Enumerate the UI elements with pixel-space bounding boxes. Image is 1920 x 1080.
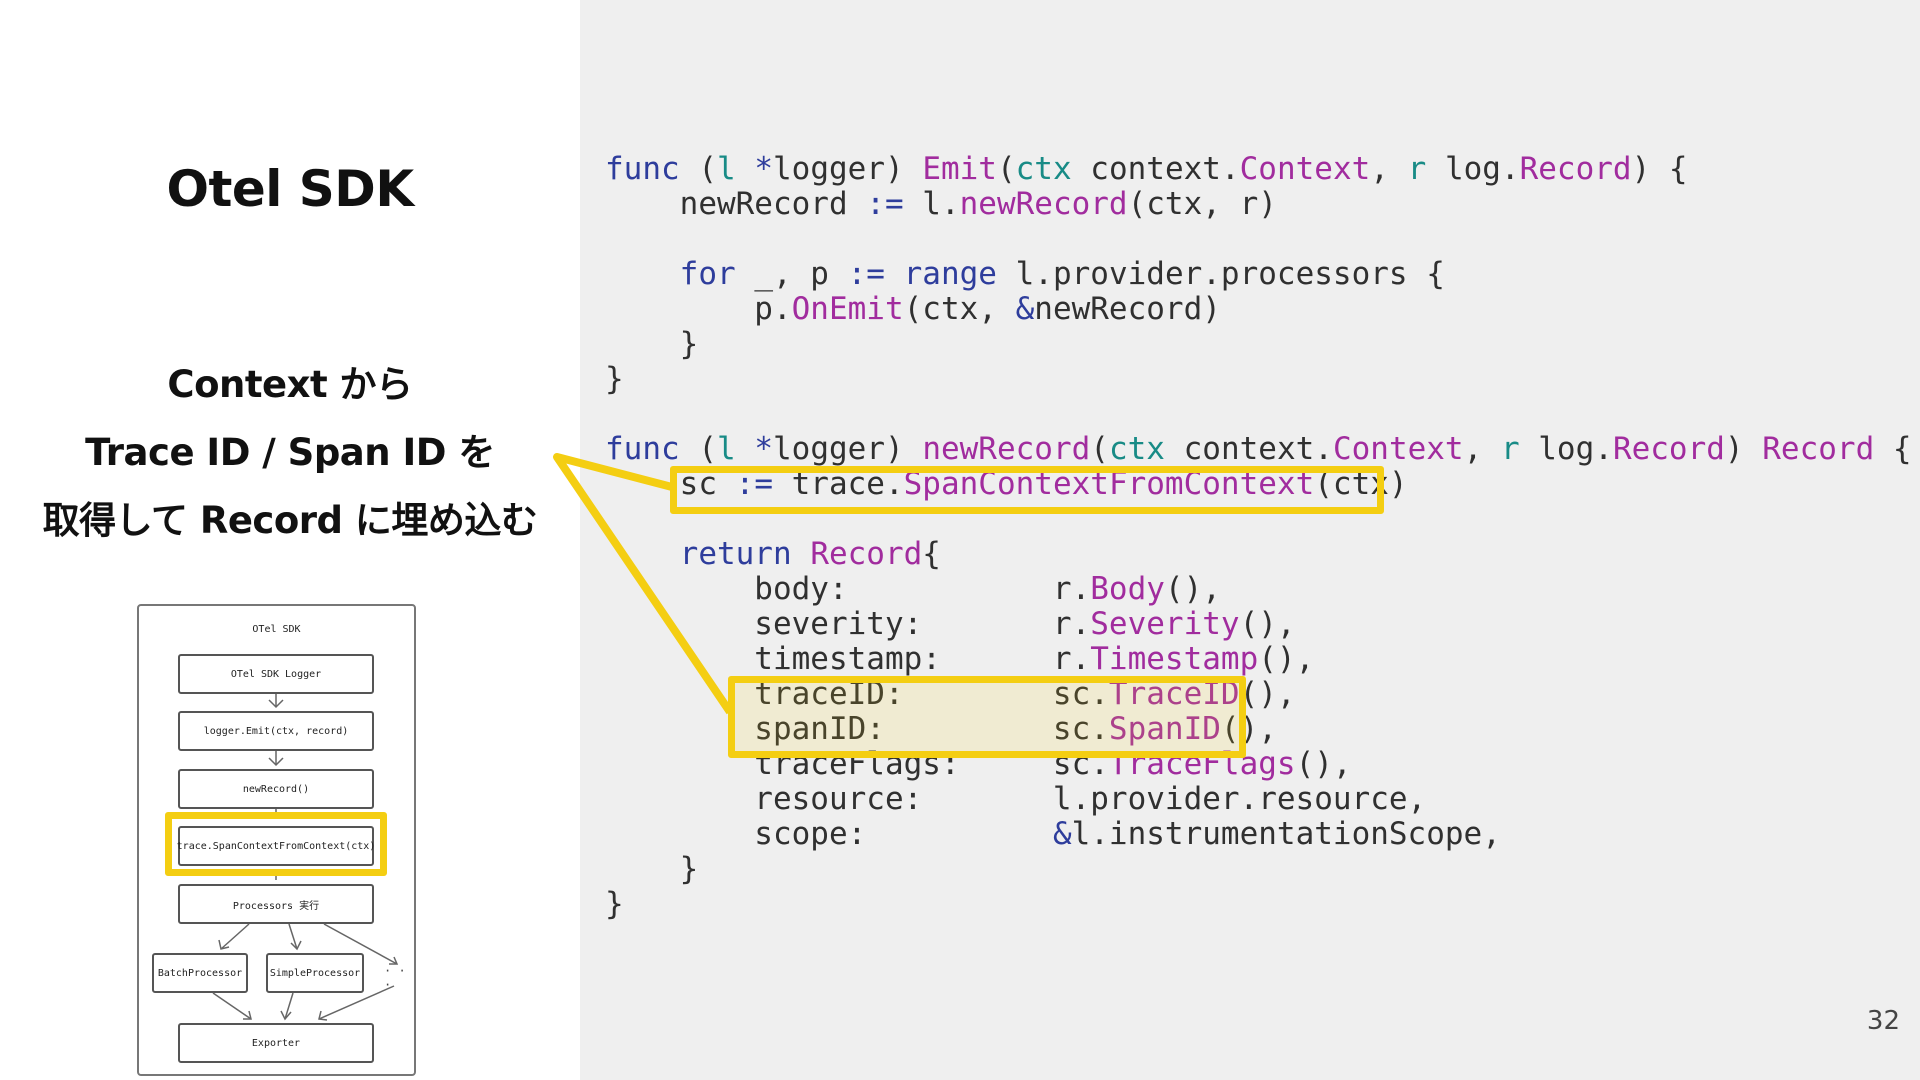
page-number: 32	[1866, 1006, 1900, 1036]
code-line: newRecord := l.newRecord(ctx, r)	[605, 186, 1277, 222]
code-line: func (l *logger) Emit(ctx context.Contex…	[605, 151, 1688, 187]
description-line-2: Trace ID / Span ID を	[85, 431, 495, 474]
code-line: spanID: sc.SpanID(),	[605, 711, 1277, 747]
diagram-box-emit: logger.Emit(ctx, record)	[178, 711, 374, 751]
code-line: severity: r.Severity(),	[605, 606, 1296, 642]
code-line: p.OnEmit(ctx, &newRecord)	[605, 291, 1221, 327]
code-line: resource: l.provider.resource,	[605, 781, 1427, 817]
diagram-box-simple-processor: SimpleProcessor	[266, 953, 364, 993]
diagram-box-batch-processor: BatchProcessor	[152, 953, 248, 993]
code-line: }	[605, 361, 624, 397]
code-line: }	[605, 851, 699, 887]
trace-span-id-highlight	[728, 676, 1246, 758]
code-line: }	[605, 886, 624, 922]
diagram-box-processors: Processors 実行	[178, 884, 374, 924]
description-line-3: 取得して Record に埋め込む	[42, 499, 538, 542]
code-panel	[580, 0, 1920, 1080]
code-line: timestamp: r.Timestamp(),	[605, 641, 1315, 677]
code-line: scope: &l.instrumentationScope,	[605, 816, 1501, 852]
diagram-title: OTel SDK	[252, 624, 301, 635]
diagram-box-exporter: Exporter	[178, 1023, 374, 1063]
diagram-box-newrecord: newRecord()	[178, 769, 374, 809]
code-line: }	[605, 326, 699, 362]
diagram-ellipsis: · · ·	[384, 964, 406, 992]
diagram-box-spancontext: trace.SpanContextFromContext(ctx)	[177, 826, 375, 866]
code-block: func (l *logger) Emit(ctx context.Contex…	[605, 152, 1912, 922]
architecture-diagram: OTel SDK OTel SDK Logger logger.Emit(ctx…	[137, 604, 416, 1076]
description-line-1: Context から	[167, 363, 413, 406]
code-line: return Record{	[679, 536, 941, 572]
code-line: body: r.Body(),	[605, 571, 1221, 607]
code-line: func (l *logger) newRecord(ctx context.C…	[605, 431, 1912, 467]
code-line: for _, p := range l.provider.processors …	[679, 256, 1445, 292]
span-context-highlight	[670, 466, 1384, 514]
diagram-highlight	[165, 812, 387, 876]
slide-title: Otel SDK	[166, 160, 414, 218]
diagram-box-logger: OTel SDK Logger	[178, 654, 374, 694]
